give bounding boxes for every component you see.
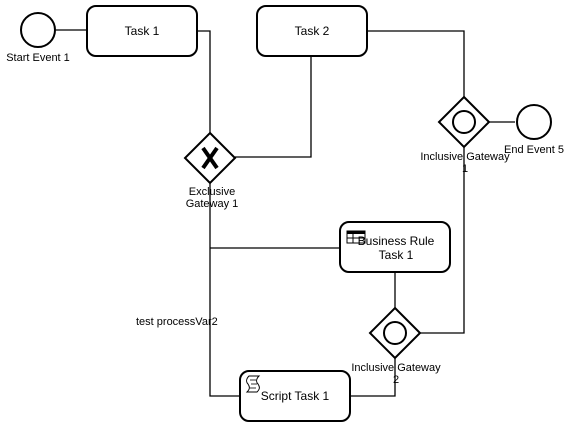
flow-condition-label: test processVar2	[136, 316, 218, 328]
end-event-label: End Event 5	[504, 144, 564, 156]
end-event-circle[interactable]	[516, 104, 552, 140]
inclusive-gateway-2-circle-icon	[383, 321, 407, 345]
inclusive-gateway-2-diamond[interactable]	[368, 306, 422, 360]
flow-inclusive-gateway-2-to-script-task[interactable]	[350, 358, 396, 397]
sequence-flows	[56, 29, 515, 397]
inclusive-gateway-1-diamond[interactable]	[437, 95, 491, 149]
business-rule-table-icon	[346, 230, 366, 244]
exclusive-gateway-label-line2: Gateway 1	[186, 198, 239, 210]
inclusive-gateway-1[interactable]: Inclusive Gateway 1	[420, 95, 510, 175]
business-rule-task-label-line2: Task 1	[379, 248, 414, 262]
flow-task2-to-exclusive-gateway[interactable]	[235, 56, 312, 158]
business-rule-task-label-line1: Business Rule	[358, 234, 435, 248]
task-2[interactable]: Task 2	[256, 5, 368, 57]
start-event-label: Start Event 1	[6, 52, 70, 64]
script-task-box[interactable]	[239, 370, 351, 422]
task-2-label: Task 2	[295, 24, 330, 38]
business-rule-task[interactable]: Business Rule Task 1	[339, 221, 451, 273]
flow-inclusive-gateway-1-to-inclusive-gateway-2[interactable]	[420, 147, 465, 334]
inclusive-gateway-1-label-line1: Inclusive Gateway	[420, 151, 510, 163]
inclusive-gateway-2[interactable]: Inclusive Gateway 2	[351, 306, 441, 386]
end-event[interactable]: End Event 5	[504, 104, 564, 156]
flow-task1-to-exclusive-gateway[interactable]	[197, 30, 211, 133]
inclusive-gateway-2-label-line1: Inclusive Gateway	[351, 362, 441, 374]
exclusive-gateway[interactable]: Exclusive Gateway 1	[183, 131, 239, 210]
inclusive-gateway-2-label-line2: 2	[393, 374, 399, 386]
exclusive-gateway-label-line1: Exclusive	[189, 186, 235, 198]
task-1-label: Task 1	[125, 24, 160, 38]
flow-exclusive-gateway-to-script-task[interactable]	[209, 182, 240, 397]
inclusive-gateway-1-circle-icon	[452, 110, 476, 134]
start-event[interactable]: Start Event 1	[6, 12, 70, 64]
script-task-label: Script Task 1	[261, 389, 330, 403]
task-1-box[interactable]	[86, 5, 198, 57]
exclusive-gateway-x-icon	[201, 146, 219, 170]
inclusive-gateway-1-label-line2: 1	[462, 163, 468, 175]
flow-task2-to-inclusive-gateway-1[interactable]	[368, 30, 465, 98]
script-scroll-icon	[245, 375, 261, 393]
business-rule-task-box[interactable]	[339, 221, 451, 273]
task-2-box[interactable]	[256, 5, 368, 57]
task-1[interactable]: Task 1	[86, 5, 198, 57]
script-task[interactable]: Script Task 1	[239, 370, 351, 422]
start-event-circle[interactable]	[20, 12, 56, 48]
